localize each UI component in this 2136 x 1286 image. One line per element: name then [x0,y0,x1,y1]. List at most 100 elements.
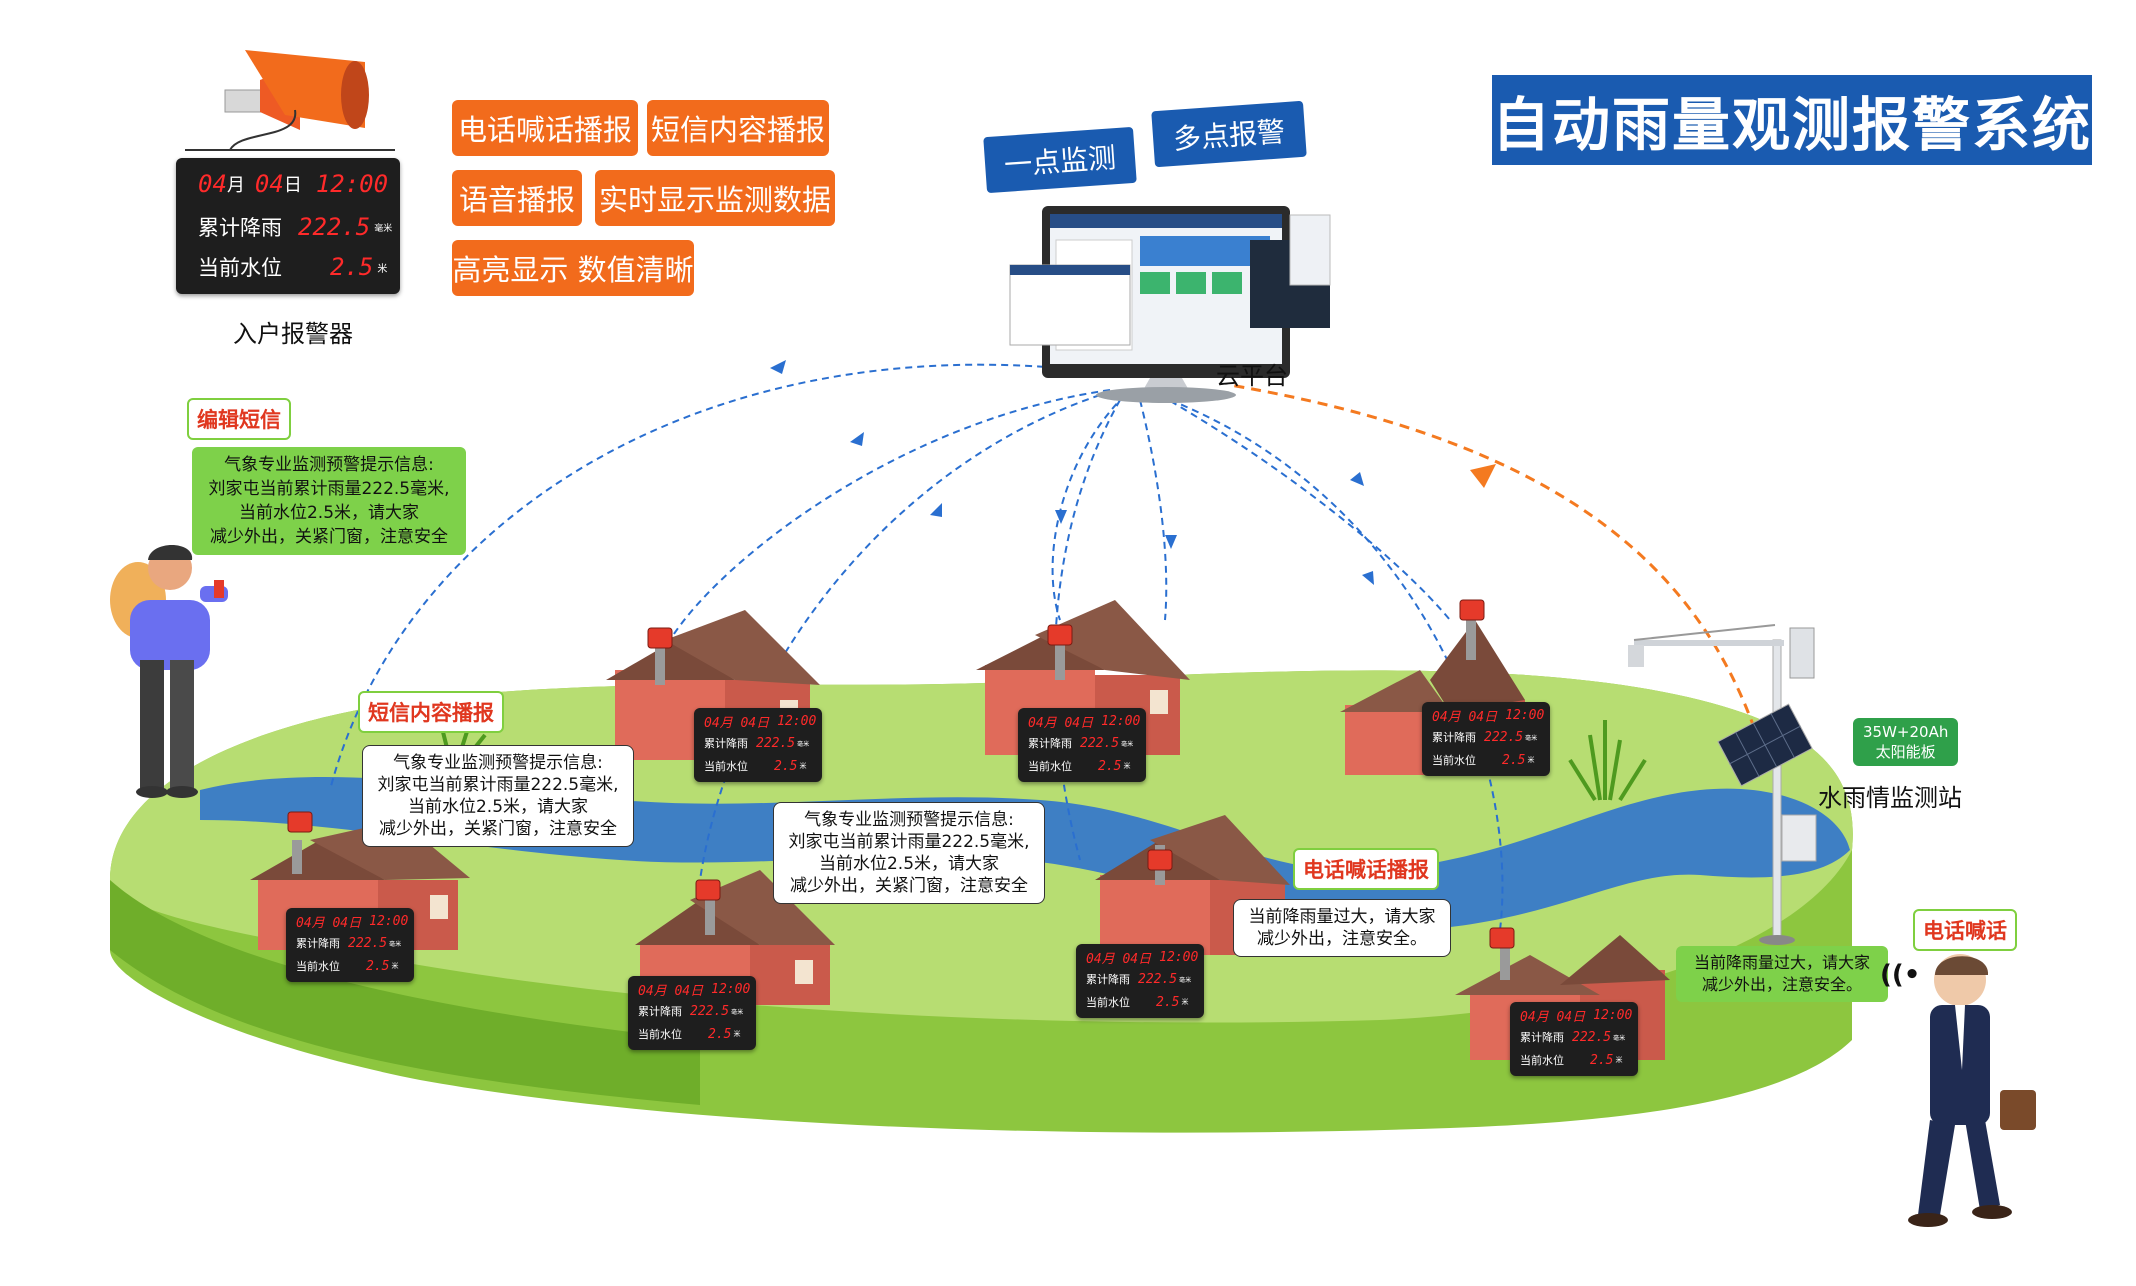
panel-level-label: 当前水位 [1432,754,1476,767]
feature-tag-voice-broadcast: 语音播报 [452,170,582,226]
panel-rain-unit: 毫米 [1613,1034,1626,1042]
monitoring-station-label: 水雨情监测站 [1818,784,1962,812]
panel-rain-label: 累计降雨 [1028,737,1072,750]
monitor-icon [1009,206,1331,403]
alarm-rain-value: 222.5 [298,213,371,241]
sms-line-4: 减少外出，关紧门窗，注意安全 [210,527,448,547]
panel-rain-value: 222.5 [1080,735,1120,751]
panel-time: 12:00 [711,982,751,997]
panel-rain-label: 累计降雨 [1086,973,1130,986]
panel-rain-value: 222.5 [1484,729,1524,745]
alarm-level-value: 2.5 [330,253,374,281]
panel-level-value: 2.5 [708,1026,732,1042]
tag-phone-call: 电话喊话 [1913,909,2017,951]
panel-date: 04月 04日 [638,984,704,999]
phone-line-1: 当前降雨量过大，请大家 [1693,953,1870,972]
alarm-month-unit: 月 [226,175,245,196]
businessman-figure [1908,954,2036,1227]
panel-time: 12:00 [1593,1008,1633,1023]
panel-date: 04月 04日 [1432,710,1498,725]
panel-date: 04月 04日 [1086,952,1152,967]
arc-arrows [770,360,1374,585]
panel-time: 12:00 [369,914,409,929]
alarm-day: 04 [254,170,284,198]
phone-line-2: 减少外出，注意安全。 [1701,975,1862,994]
panel-date: 04月 04日 [296,916,362,931]
panel-rain-unit: 毫米 [731,1008,744,1016]
sms-line-1: 气象专业监测预警提示信息: [804,810,1014,830]
tag-multi-point-alarm: 多点报警 [1151,100,1307,168]
household-alarm-label: 入户报警器 [233,320,353,348]
panel-rain-label: 累计降雨 [704,737,748,750]
sms-line-3: 当前水位2.5米，请大家 [407,797,589,817]
panel-level-unit: 米 [733,1030,741,1038]
sms-line-2: 刘家屯当前累计雨量222.5毫米, [377,775,619,795]
cloud-platform-label: 云平台 [1216,362,1288,390]
sms-line-3: 当前水位2.5米，请大家 [818,854,1000,874]
tag-phone-broadcast: 电话喊话播报 [1293,848,1439,890]
panel-level-unit: 米 [799,762,807,770]
panel-level-label: 当前水位 [1086,996,1130,1009]
panel-level-label: 当前水位 [1028,760,1072,773]
page-title: 自动雨量观测报警系统 [1492,75,2092,165]
panel-date: 04月 04日 [704,716,770,731]
alarm-speaker-icons [287,599,1515,949]
feature-tag-highlight-display: 高亮显示 数值清晰 [452,240,694,296]
phone-call-bubble: 当前降雨量过大，请大家 减少外出，注意安全。 [1676,946,1888,1002]
panel-rain-label: 累计降雨 [638,1005,682,1018]
panel-rain-value: 222.5 [1138,971,1178,987]
panel-level-unit: 米 [1123,762,1131,770]
station-uplink [1229,383,1762,746]
signal-waves-icon: ((• [1880,960,1921,990]
panel-rain-unit: 毫米 [1179,976,1192,984]
feature-tag-realtime-display: 实时显示监测数据 [595,170,835,226]
horn-speaker-icon [185,50,395,151]
panel-level-label: 当前水位 [638,1028,682,1041]
panel-level-unit: 米 [1615,1056,1623,1064]
woman-figure [110,545,228,798]
panel-rain-value: 222.5 [690,1003,730,1019]
tag-sms-broadcast: 短信内容播报 [358,691,504,733]
panel-time: 12:00 [1101,714,1141,729]
panel-time: 12:00 [1505,708,1545,723]
sms-line-2: 刘家屯当前累计雨量222.5毫米, [208,479,450,499]
solar-panel-tag: 35W+20Ah 太阳能板 [1853,718,1959,766]
sms-edit-bubble: 气象专业监测预警提示信息: 刘家屯当前累计雨量222.5毫米, 当前水位2.5米… [192,447,466,555]
sms-line-4: 减少外出，关紧门窗，注意安全 [790,876,1028,896]
phone-broadcast-bubble: 当前降雨量过大，请大家 减少外出，注意安全。 [1233,899,1451,957]
sms-line-1: 气象专业监测预警提示信息: [393,753,603,773]
tag-single-point-monitoring: 一点监测 [983,126,1137,194]
panel-level-unit: 米 [1181,998,1189,1006]
panel-level-value: 2.5 [1590,1052,1614,1068]
panel-level-value: 2.5 [366,958,390,974]
panel-level-value: 2.5 [774,758,798,774]
solar-spec: 35W+20Ah [1863,723,1949,741]
panel-rain-unit: 毫米 [797,740,810,748]
panel-level-value: 2.5 [1156,994,1180,1010]
panel-rain-label: 累计降雨 [1432,731,1476,744]
tag-edit-sms: 编辑短信 [187,398,291,440]
sms-line-1: 气象专业监测预警提示信息: [224,455,434,475]
panel-time: 12:00 [1159,950,1199,965]
alarm-day-unit: 日 [283,175,302,196]
sms-line-2: 刘家屯当前累计雨量222.5毫米, [788,832,1030,852]
panel-rain-value: 222.5 [1572,1029,1612,1045]
solar-label: 太阳能板 [1875,743,1936,761]
phone-line-2: 减少外出，注意安全。 [1257,929,1427,949]
panel-time: 12:00 [777,714,817,729]
alarm-rain-label: 累计降雨 [198,216,282,240]
panel-date: 04月 04日 [1520,1010,1586,1025]
monitoring-station-icon [1628,624,1817,945]
alarm-rain-unit: 毫米 [374,223,393,234]
panel-rain-label: 累计降雨 [1520,1031,1564,1044]
panel-level-label: 当前水位 [296,960,340,973]
panel-level-label: 当前水位 [1520,1054,1564,1067]
panel-rain-value: 222.5 [756,735,796,751]
